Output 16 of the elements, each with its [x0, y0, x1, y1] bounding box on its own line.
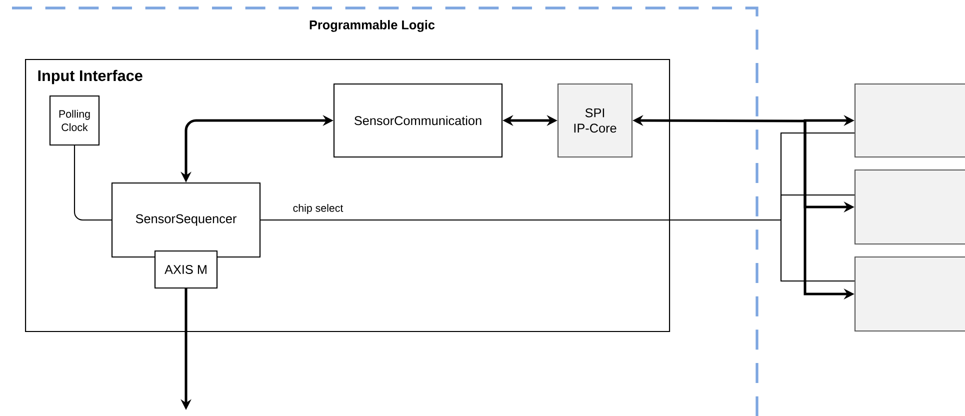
process-box: Polling Clock: [49, 95, 100, 146]
connector-line: [260, 219, 781, 221]
container-heading: Input Interface: [38, 70, 142, 84]
ip-core-box: SPI IP-Core: [557, 83, 633, 158]
sensor-box: [854, 169, 965, 245]
region-heading: Programmable Logic: [310, 20, 435, 32]
connector-line: [780, 220, 854, 282]
connector-line: [780, 194, 854, 220]
container-box: [25, 59, 670, 332]
edge-label: chip select: [293, 204, 344, 214]
region-band: [12, 6, 758, 416]
sensor-box: [854, 83, 965, 158]
connector-line: [74, 146, 112, 221]
sensor-box: [854, 256, 965, 332]
process-box: SensorCommunication: [333, 83, 503, 158]
port-box: AXIS M: [154, 250, 218, 289]
